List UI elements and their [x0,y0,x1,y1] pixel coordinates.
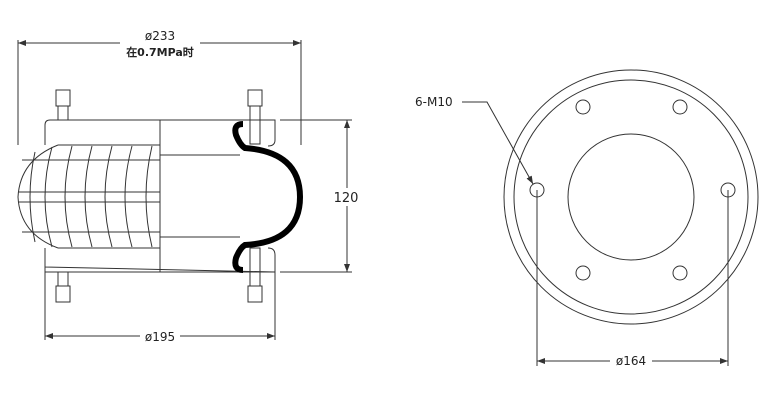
side-view: ø233 在0.7MPa时 [17,29,361,344]
dim-120-label: 120 [334,191,359,206]
dim-233-label: ø233 [145,29,175,43]
bolt-holes [529,99,736,281]
bolt-spec-label: 6-M10 [415,95,453,109]
pressure-note: 在0.7MPa时 [126,45,194,59]
bottom-plate [44,247,276,273]
dim-195-label: ø195 [145,330,175,344]
bellows-outline [17,144,59,249]
bolts [55,89,263,303]
top-plate [44,119,276,147]
dim-164-label: ø164 [616,354,646,368]
top-view: ø164 6-M10 [415,69,759,369]
rubber-profile [232,121,304,273]
